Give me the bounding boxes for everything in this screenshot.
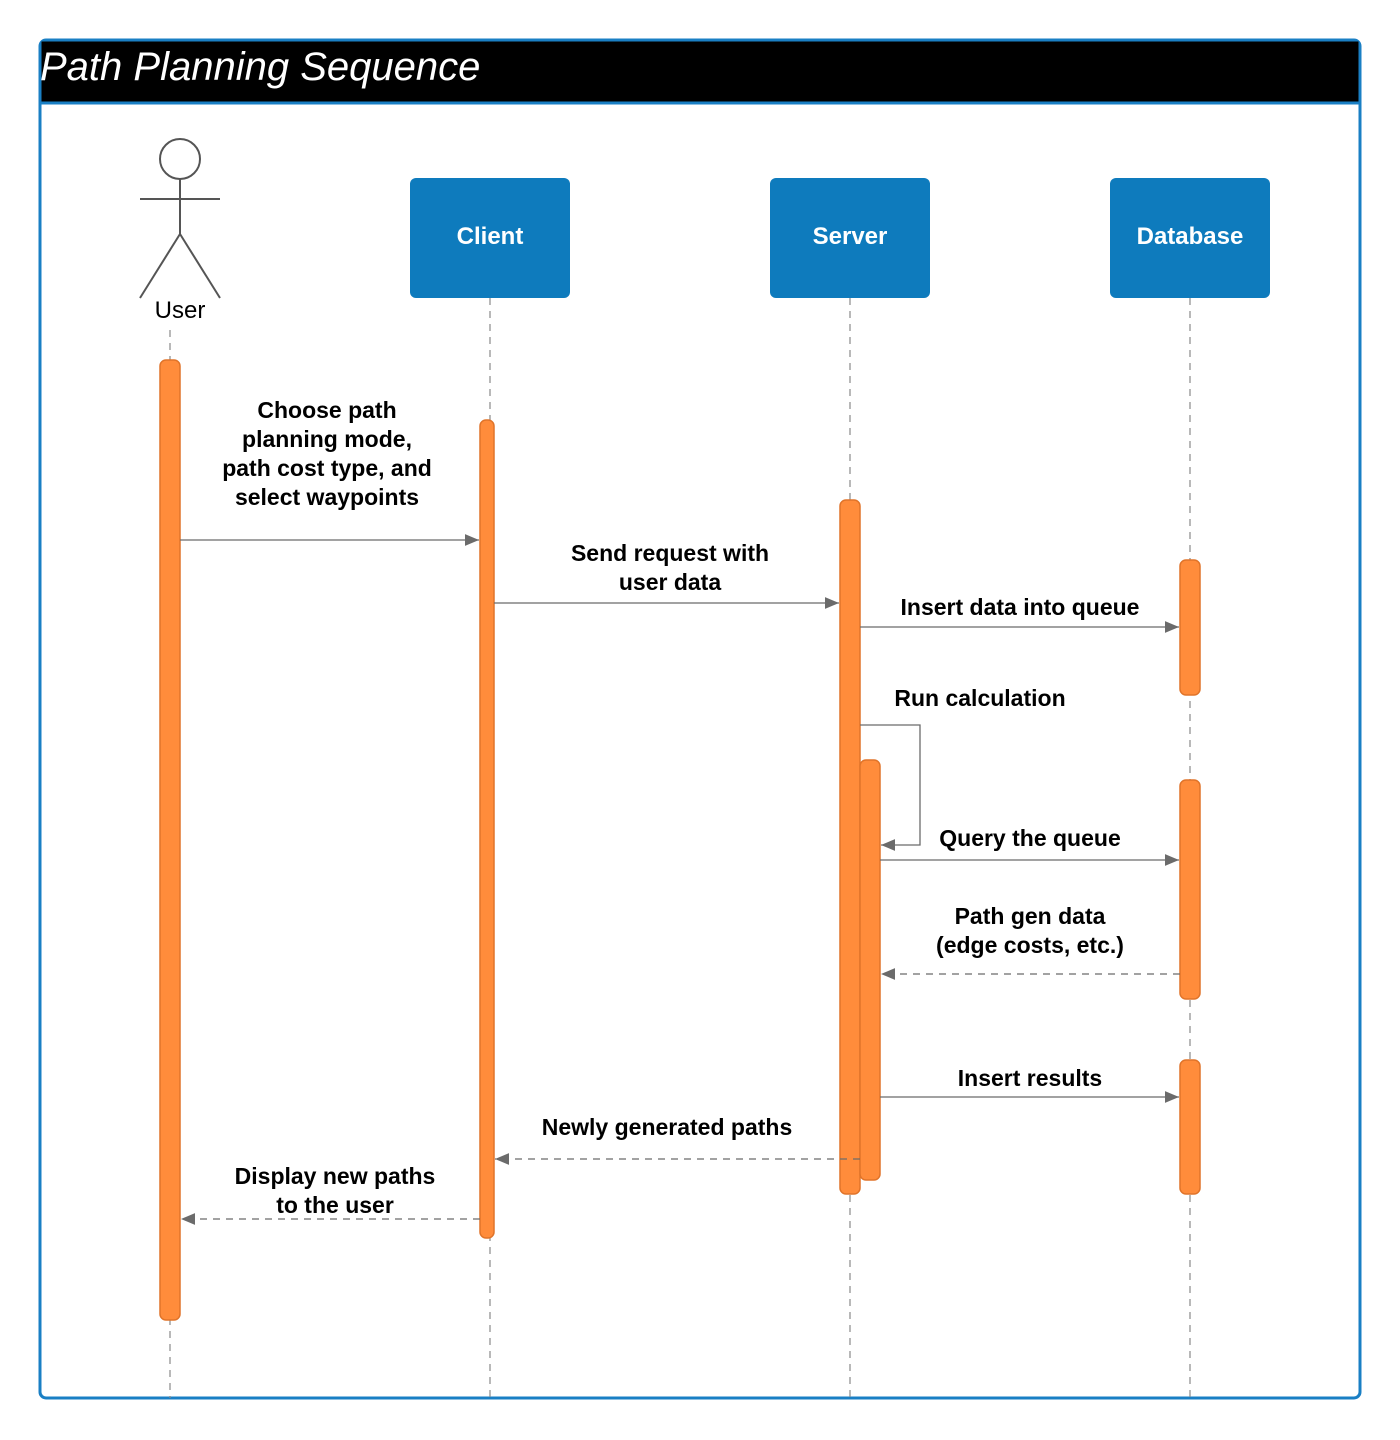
participant-server: Server <box>770 178 930 298</box>
new-paths-label: Newly generated paths <box>542 1114 793 1140</box>
display-paths-label-line-1: Display new paths <box>235 1163 436 1189</box>
path-gen-label-line-1: Path gen data <box>955 903 1106 929</box>
choose-path-label-line-3: path cost type, and <box>222 455 432 481</box>
diagram-title: Path Planning Sequence <box>40 45 480 89</box>
activation-bars <box>159 359 1201 1321</box>
database-activation-2 <box>1179 779 1201 1000</box>
choose-path-label-line-4: select waypoints <box>235 484 419 510</box>
choose-path-label-line-1: Choose path <box>257 397 396 423</box>
path-gen-label-line-2: (edge costs, etc.) <box>936 932 1124 958</box>
title-bar <box>41 41 1359 103</box>
insert-results-label: Insert results <box>958 1065 1102 1091</box>
user-actor-label: User <box>155 297 206 324</box>
run-calculation-label: Run calculation <box>894 685 1065 711</box>
send-request-label-line-2: user data <box>619 569 721 595</box>
client-activation <box>479 419 495 1239</box>
insert-queue-label: Insert data into queue <box>901 594 1140 620</box>
participant-client: Client <box>410 178 570 298</box>
message-arrows <box>180 534 1180 1225</box>
choose-path-label-line-2: planning mode, <box>242 426 412 452</box>
user-actor-icon <box>139 138 221 299</box>
server-label: Server <box>813 223 888 250</box>
run-calculation-self-arrow <box>860 724 921 851</box>
database-label: Database <box>1137 223 1244 250</box>
participant-database: Database <box>1110 178 1270 298</box>
database-activation-3 <box>1179 1059 1201 1195</box>
user-activation <box>159 359 181 1321</box>
diagram-frame <box>38 38 1362 1400</box>
send-request-label-line-1: Send request with <box>571 540 769 566</box>
client-label: Client <box>457 223 524 250</box>
server-nested-activation <box>859 759 881 1181</box>
server-activation <box>839 499 861 1195</box>
display-paths-label-line-2: to the user <box>276 1192 394 1218</box>
message-labels: Choose path planning mode, path cost typ… <box>222 397 1139 1218</box>
database-activation-1 <box>1179 559 1201 696</box>
query-queue-label: Query the queue <box>939 825 1120 851</box>
